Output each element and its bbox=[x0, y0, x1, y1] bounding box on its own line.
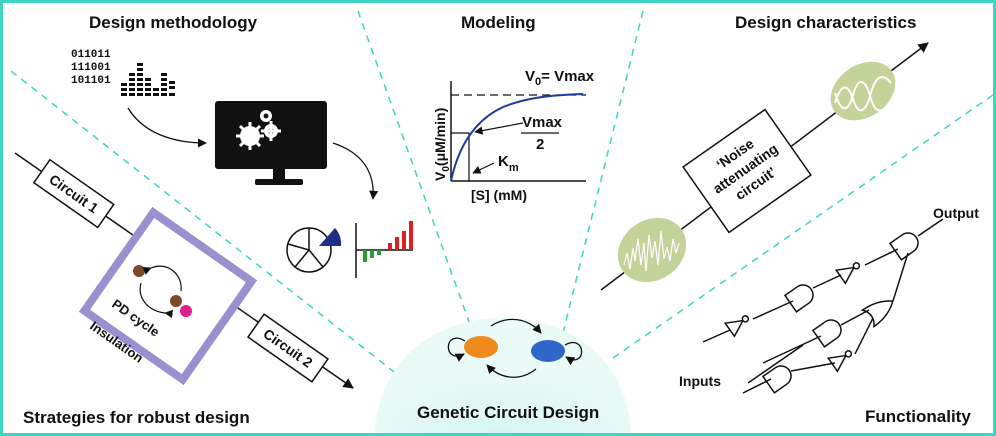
saturation-curve bbox=[450, 93, 584, 182]
eq-col-5 bbox=[153, 88, 159, 96]
eq-col-6 bbox=[161, 73, 167, 96]
not-gate-icon bbox=[723, 315, 750, 338]
section-dividers bbox=[10, 10, 993, 376]
phosphate-icon bbox=[180, 305, 192, 317]
y-axis-label: V0(μM/min) bbox=[432, 108, 452, 181]
km-arrow bbox=[472, 162, 495, 174]
section-title-design-methodology: Design methodology bbox=[89, 13, 258, 32]
bar-chart-icon bbox=[355, 221, 413, 278]
eq-col-1 bbox=[121, 83, 127, 96]
equalizer-bars bbox=[121, 63, 175, 96]
section-title-functionality: Functionality bbox=[865, 407, 971, 426]
eq-col-3 bbox=[137, 63, 143, 96]
michaelis-menten-plot bbox=[450, 81, 586, 182]
nor-gate-icon bbox=[860, 300, 894, 329]
vmax-half-arrow bbox=[474, 122, 524, 135]
molecule-icon bbox=[170, 295, 182, 307]
noisy-signal-blob bbox=[617, 217, 687, 283]
v0-vmax-label: V0= Vmax bbox=[525, 68, 595, 88]
logic-circuit bbox=[702, 218, 944, 394]
km-label: Km bbox=[498, 153, 519, 174]
section-title-strategies: Strategies for robust design bbox=[23, 408, 250, 427]
eq-col-4 bbox=[145, 78, 151, 96]
eq-col-7 bbox=[169, 81, 175, 96]
vmax-half-denominator: 2 bbox=[536, 136, 544, 153]
eq-col-2 bbox=[129, 73, 135, 96]
insulation-box bbox=[78, 206, 258, 386]
pd-cycle-diagram bbox=[133, 265, 192, 319]
inputs-label: Inputs bbox=[679, 373, 721, 389]
not-gate-icon bbox=[826, 350, 853, 373]
and-gate-icon bbox=[761, 365, 792, 394]
section-title-genetic-circuit-design: Genetic Circuit Design bbox=[417, 403, 600, 422]
noise-attenuating-circuit-box bbox=[682, 108, 812, 234]
circuit-2-box: Circuit 2 bbox=[246, 313, 330, 383]
and-gate-icon bbox=[811, 319, 842, 348]
circuit-1-box: Circuit 1 bbox=[32, 158, 115, 229]
binary-line: 011011 bbox=[71, 49, 111, 61]
genetic-circuit-network bbox=[447, 318, 583, 378]
not-gate-icon bbox=[834, 262, 861, 285]
binary-code-block: 011011 111001 101101 bbox=[71, 49, 111, 88]
section-title-modeling: Modeling bbox=[461, 13, 536, 32]
gears-icon bbox=[236, 110, 281, 150]
arrow-data-to-computer bbox=[127, 107, 207, 148]
vmax-half-numerator: Vmax bbox=[522, 114, 563, 131]
binary-line: 101101 bbox=[71, 75, 111, 87]
binary-line: 111001 bbox=[71, 62, 111, 74]
and-gate-icon bbox=[888, 232, 919, 261]
and-gate-icon bbox=[783, 284, 814, 313]
computer-monitor-icon bbox=[215, 101, 327, 185]
x-axis-label: [S] (mM) bbox=[471, 187, 527, 203]
figure-graphics: V0= Vmax Vmax 2 Km [S] (mM) V0(μM/min) ‘… bbox=[10, 10, 993, 433]
clean-signal-blob bbox=[830, 61, 896, 121]
node-blue bbox=[531, 340, 565, 362]
output-label: Output bbox=[933, 205, 979, 221]
node-orange bbox=[464, 336, 498, 358]
section-title-design-characteristics: Design characteristics bbox=[735, 13, 917, 32]
pie-chart-icon bbox=[286, 227, 342, 273]
arrow-computer-to-analysis bbox=[332, 142, 379, 200]
molecule-icon bbox=[133, 265, 145, 277]
